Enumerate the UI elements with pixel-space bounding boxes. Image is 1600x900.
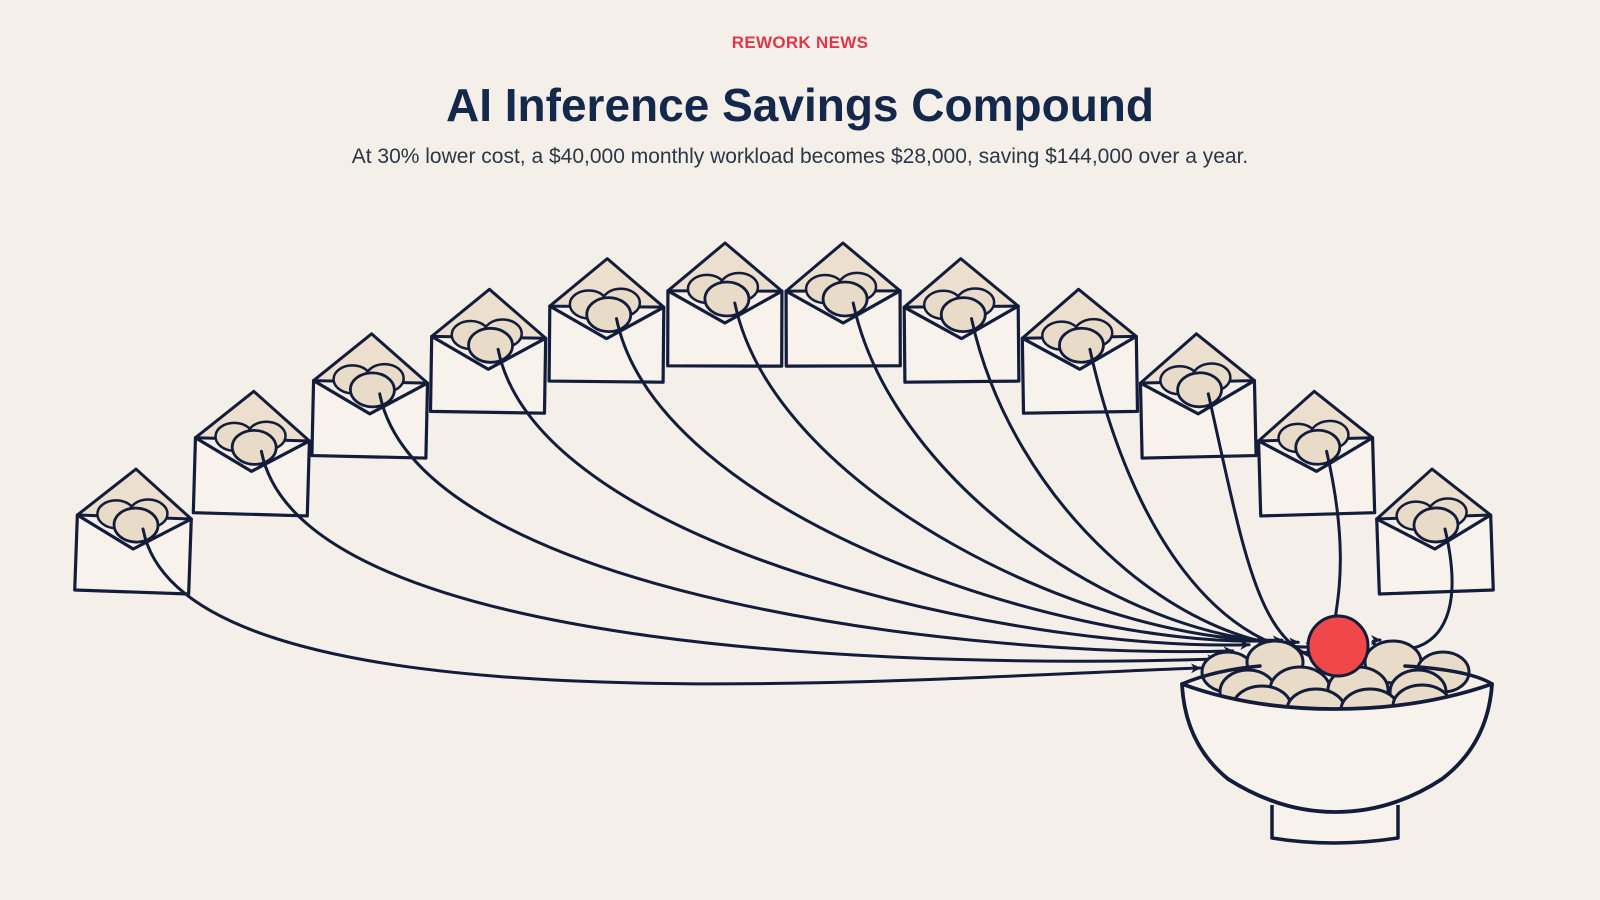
savings-arrow <box>259 449 1218 665</box>
savings-arrow <box>733 301 1284 646</box>
envelope-icon <box>1020 287 1140 415</box>
envelope-body <box>784 289 902 368</box>
envelope-body <box>666 289 784 368</box>
envelope-icon <box>902 257 1021 384</box>
coin-icon <box>939 296 987 334</box>
savings-arrow <box>378 392 1235 657</box>
envelope-body <box>1020 334 1140 415</box>
envelope-icon <box>1375 467 1495 596</box>
page-title: AI Inference Savings Compound <box>446 79 1154 131</box>
envelope-icon <box>428 287 548 415</box>
envelope-body <box>1375 513 1495 596</box>
envelope-icon <box>666 241 784 368</box>
envelope-icon <box>1256 389 1377 518</box>
envelope-icon <box>784 241 902 368</box>
envelope-body <box>902 304 1021 384</box>
coin-icon <box>821 280 869 318</box>
coin-icon <box>467 326 514 364</box>
envelopes-group <box>73 241 1495 596</box>
coin-icon <box>112 506 160 544</box>
coin-icon <box>348 371 396 409</box>
bowl-rim <box>1180 664 1494 686</box>
savings-arrow <box>851 301 1300 648</box>
envelope-body <box>428 334 548 415</box>
coin-icon <box>703 280 751 318</box>
savings-arrow <box>141 527 1202 686</box>
envelope-body <box>1138 378 1258 460</box>
coin-icon <box>230 428 278 466</box>
envelope-icon <box>310 332 430 460</box>
bowl-body <box>1180 682 1494 814</box>
savings-arrow <box>615 317 1267 647</box>
envelope-body <box>547 304 666 384</box>
coin-icon <box>585 296 633 334</box>
savings-arrows-group <box>141 301 1454 686</box>
savings-bowl <box>1180 614 1494 845</box>
envelope-icon <box>1138 332 1258 460</box>
envelope-icon <box>547 257 666 384</box>
envelope-icon <box>191 389 312 518</box>
coin-icon <box>1058 326 1105 364</box>
publication-kicker: REWORK NEWS <box>731 33 869 52</box>
envelope-icon <box>73 467 193 596</box>
page-subtitle: At 30% lower cost, a $40,000 monthly wor… <box>351 145 1249 168</box>
envelope-body <box>73 513 193 596</box>
envelope-body <box>1256 436 1377 518</box>
savings-arrow <box>970 317 1316 653</box>
bowl-foot <box>1270 805 1400 845</box>
savings-arrow <box>496 347 1251 650</box>
highlighted-coin-icon <box>1306 614 1370 678</box>
